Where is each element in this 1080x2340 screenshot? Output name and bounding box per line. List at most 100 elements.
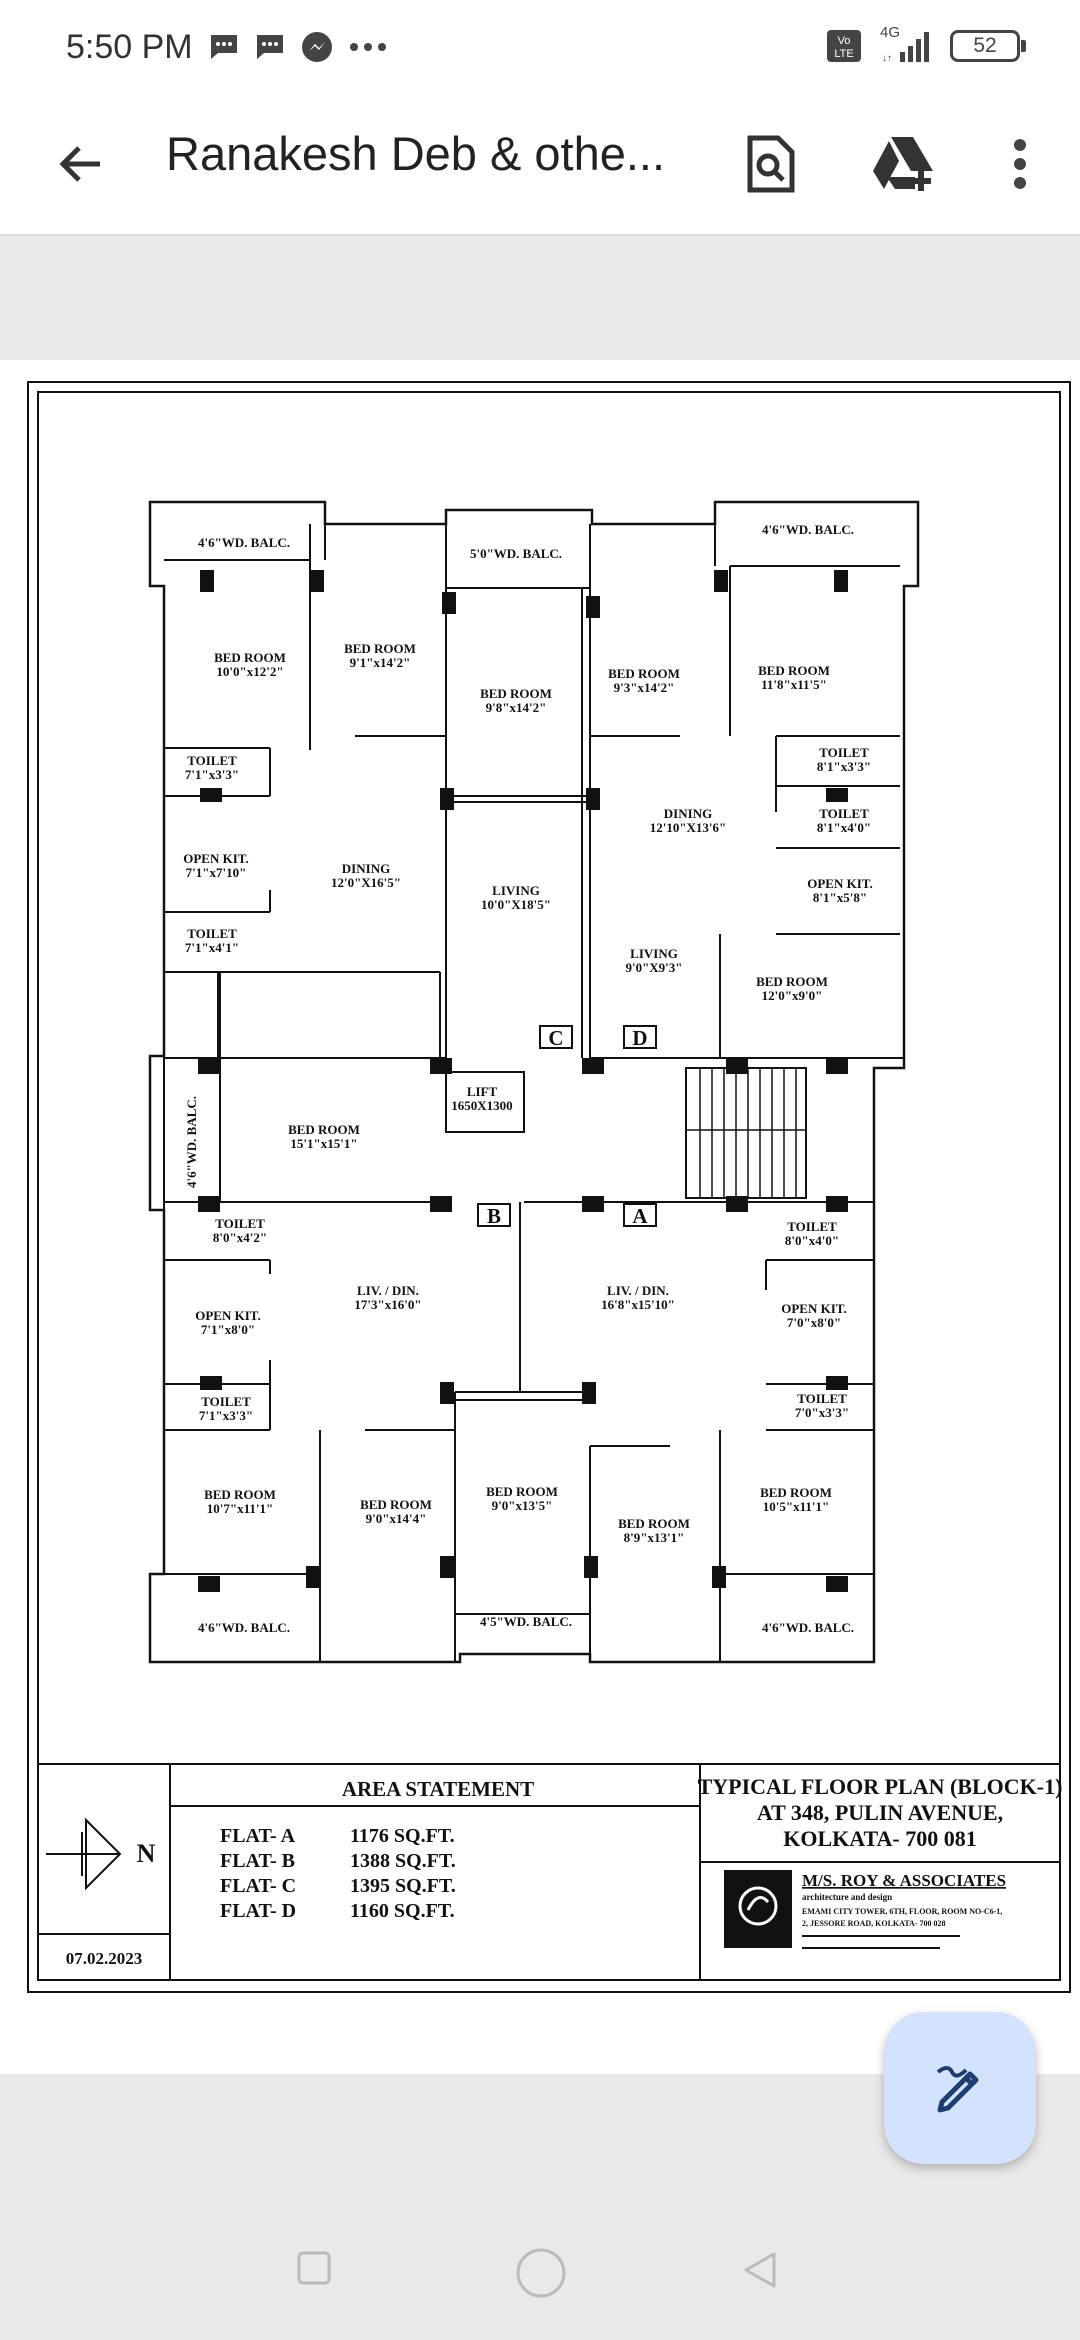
svg-text:7'1"x4'1": 7'1"x4'1" <box>185 940 239 955</box>
svg-text:TOILET: TOILET <box>187 753 237 768</box>
svg-text:15'1"x15'1": 15'1"x15'1" <box>290 1136 357 1151</box>
add-to-drive-button[interactable] <box>862 124 946 204</box>
recents-button[interactable] <box>296 2250 336 2290</box>
svg-text:LIFT: LIFT <box>467 1084 498 1099</box>
home-circle-icon <box>516 2248 566 2298</box>
more-options-button[interactable] <box>990 124 1050 204</box>
app-bar: Ranakesh Deb & othe... <box>0 100 1080 236</box>
svg-text:LIVING: LIVING <box>630 946 678 961</box>
add-to-drive-icon <box>873 137 933 191</box>
svg-text:17'3"x16'0": 17'3"x16'0" <box>354 1297 421 1312</box>
svg-text:TOILET: TOILET <box>187 926 237 941</box>
svg-text:AT 348, PULIN AVENUE,: AT 348, PULIN AVENUE, <box>757 1800 1003 1825</box>
svg-text:11'8"x11'5": 11'8"x11'5" <box>761 677 827 692</box>
flat-area: 1388 SQ.FT. <box>350 1850 456 1872</box>
flat-tag-c: C <box>548 1026 563 1050</box>
svg-text:12'0"X16'5": 12'0"X16'5" <box>331 875 401 890</box>
svg-text:TOILET: TOILET <box>819 806 869 821</box>
more-dots-icon <box>350 43 386 51</box>
svg-text:BED ROOM: BED ROOM <box>288 1122 360 1137</box>
flat-area: 1176 SQ.FT. <box>350 1825 455 1847</box>
area-statement-heading: AREA STATEMENT <box>342 1777 534 1801</box>
svg-text:4'6"WD. BALC.: 4'6"WD. BALC. <box>762 1620 854 1635</box>
north-arrow-icon <box>46 1817 122 1891</box>
signal-indicator: 4G ↓↑ <box>878 24 934 64</box>
svg-text:BED ROOM: BED ROOM <box>756 974 828 989</box>
chat-bubble-icon <box>211 35 237 59</box>
svg-text:OPEN KIT.: OPEN KIT. <box>195 1308 261 1323</box>
floor-plan-drawing: C D B A 4'6"WD. BALC. 5'0"WD. BALC. 4'6"… <box>27 381 1071 1993</box>
firm-address: EMAMI CITY TOWER, 6TH, FLOOR, ROOM NO-C6… <box>802 1907 1002 1916</box>
svg-text:9'3"x14'2": 9'3"x14'2" <box>614 680 675 695</box>
svg-text:9'1"x14'2": 9'1"x14'2" <box>350 655 411 670</box>
svg-text:BED ROOM: BED ROOM <box>618 1516 690 1531</box>
svg-text:1650X1300: 1650X1300 <box>451 1098 512 1113</box>
svg-text:9'0"x13'5": 9'0"x13'5" <box>492 1498 553 1513</box>
signal-bars-icon: ↓↑ <box>882 32 929 64</box>
room-label: 5'0"WD. BALC. <box>470 546 562 561</box>
document-page[interactable]: C D B A 4'6"WD. BALC. 5'0"WD. BALC. 4'6"… <box>0 360 1080 2074</box>
flat-area: 1395 SQ.FT. <box>350 1875 456 1897</box>
svg-text:OPEN KIT.: OPEN KIT. <box>781 1301 847 1316</box>
svg-text:BED ROOM: BED ROOM <box>758 663 830 678</box>
firm-tagline: architecture and design <box>802 1892 892 1902</box>
svg-text:7'1"x3'3": 7'1"x3'3" <box>199 1408 253 1423</box>
svg-text:9'0"X9'3": 9'0"X9'3" <box>625 960 682 975</box>
firm-contact-lines <box>802 1935 960 1949</box>
svg-text:LIV. / DIN.: LIV. / DIN. <box>357 1283 419 1298</box>
search-in-document-button[interactable] <box>730 124 810 204</box>
document-title: Ranakesh Deb & othe... <box>166 127 666 180</box>
flat-name: FLAT- D <box>220 1900 296 1922</box>
svg-text:LIV. / DIN.: LIV. / DIN. <box>607 1283 669 1298</box>
svg-text:TOILET: TOILET <box>215 1216 265 1231</box>
home-button[interactable] <box>514 2246 568 2300</box>
svg-text:BED ROOM: BED ROOM <box>486 1484 558 1499</box>
edit-fab-button[interactable] <box>884 2012 1036 2164</box>
status-time: 5:50 PM <box>66 28 193 66</box>
back-triangle-icon <box>744 2252 776 2288</box>
svg-text:LIVING: LIVING <box>492 883 540 898</box>
svg-text:9'8"x14'2": 9'8"x14'2" <box>486 700 547 715</box>
svg-text:BED ROOM: BED ROOM <box>344 641 416 656</box>
svg-text:BED ROOM: BED ROOM <box>360 1497 432 1512</box>
svg-text:BED ROOM: BED ROOM <box>760 1485 832 1500</box>
room-label: 4'6"WD. BALC. <box>198 535 290 550</box>
recents-square-icon <box>297 2251 331 2285</box>
svg-text:BED ROOM: BED ROOM <box>204 1487 276 1502</box>
messenger-icon <box>302 32 332 62</box>
back-nav-button[interactable] <box>742 2250 782 2292</box>
svg-text:12'10"X13'6": 12'10"X13'6" <box>650 820 727 835</box>
svg-text:BED ROOM: BED ROOM <box>214 650 286 665</box>
svg-text:8'1"x4'0": 8'1"x4'0" <box>817 820 871 835</box>
svg-text:8'0"x4'2": 8'0"x4'2" <box>213 1230 267 1245</box>
svg-text:DINING: DINING <box>342 861 390 876</box>
back-button[interactable] <box>40 124 120 204</box>
svg-text:8'1"x5'8": 8'1"x5'8" <box>813 890 867 905</box>
flat-area: 1160 SQ.FT. <box>350 1900 455 1922</box>
firm-address: 2, JESSORE ROAD, KOLKATA- 700 028 <box>802 1919 946 1928</box>
svg-text:BED ROOM: BED ROOM <box>480 686 552 701</box>
room-label: 4'6"WD. BALC. <box>184 1096 199 1188</box>
svg-text:10'0"x12'2": 10'0"x12'2" <box>216 664 283 679</box>
svg-text:TYPICAL FLOOR PLAN (BLOCK-1): TYPICAL FLOOR PLAN (BLOCK-1) <box>698 1774 1063 1799</box>
svg-text:9'0"x14'4": 9'0"x14'4" <box>366 1511 427 1526</box>
volte-text: Vo <box>838 35 851 47</box>
flat-name: FLAT- B <box>220 1850 295 1872</box>
svg-text:7'1"x7'10": 7'1"x7'10" <box>186 865 247 880</box>
svg-text:10'7"x11'1": 10'7"x11'1" <box>207 1501 273 1516</box>
north-label: N <box>137 1839 156 1868</box>
svg-text:TOILET: TOILET <box>201 1394 251 1409</box>
svg-text:KOLKATA- 700 081: KOLKATA- 700 081 <box>783 1826 977 1851</box>
svg-text:TOILET: TOILET <box>787 1219 837 1234</box>
edit-pen-icon <box>936 2066 979 2113</box>
plan-title: TYPICAL FLOOR PLAN (BLOCK-1) AT 348, PUL… <box>698 1774 1063 1851</box>
svg-text:DINING: DINING <box>664 806 712 821</box>
firm-name: M/S. ROY & ASSOCIATES <box>802 1871 1006 1890</box>
back-arrow-icon <box>59 146 100 182</box>
system-nav-bar <box>0 2220 1080 2340</box>
svg-text:4'6"WD. BALC.: 4'6"WD. BALC. <box>198 1620 290 1635</box>
